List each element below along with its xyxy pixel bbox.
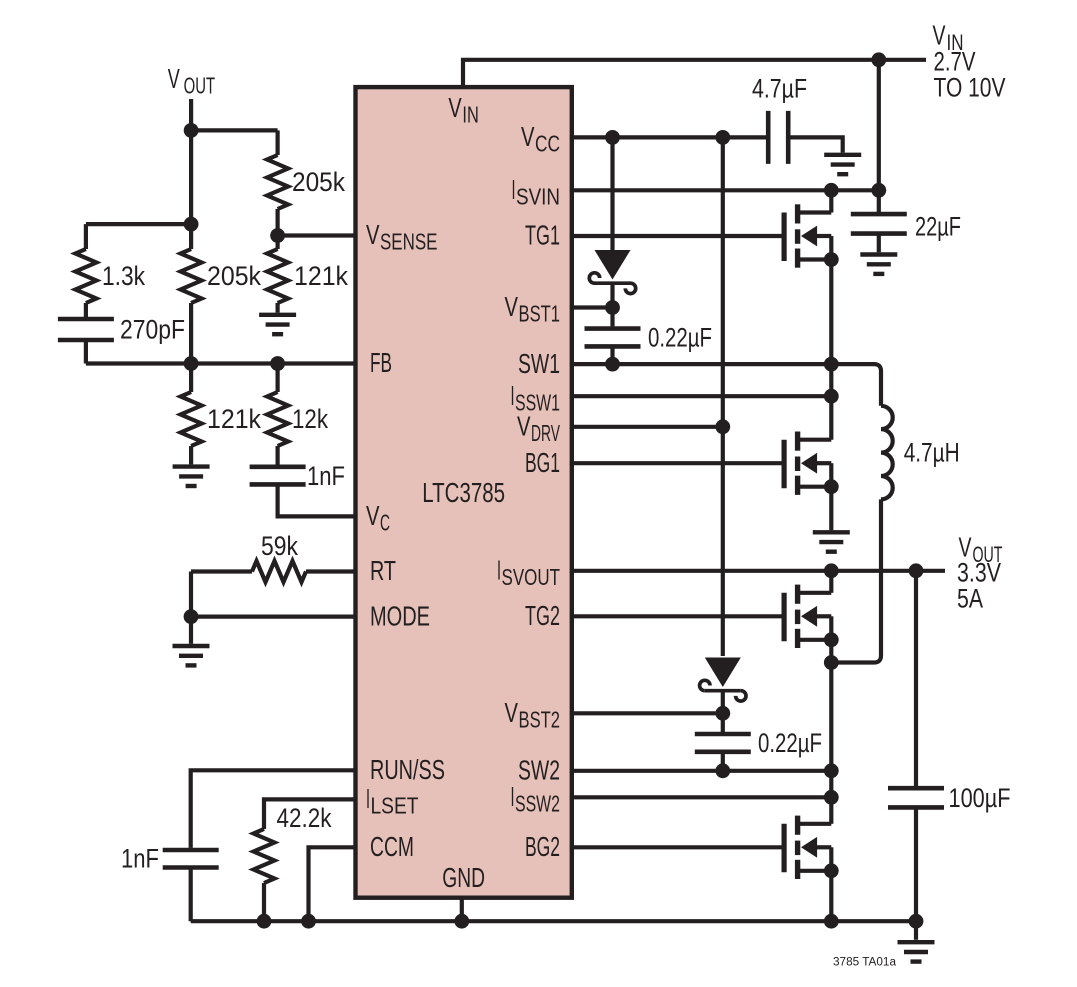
svg-text:4.7µH: 4.7µH: [904, 437, 960, 467]
svg-text:12k: 12k: [292, 404, 329, 434]
svg-text:DRV: DRV: [531, 420, 560, 446]
svg-text:TO 10V: TO 10V: [934, 72, 1006, 102]
svg-text:SW1: SW1: [518, 348, 560, 379]
svg-text:0.22µF: 0.22µF: [648, 323, 712, 353]
svg-text:42.2k: 42.2k: [277, 803, 333, 833]
svg-text:FB: FB: [370, 347, 392, 378]
svg-text:I: I: [511, 380, 515, 411]
svg-text:RT: RT: [370, 555, 396, 586]
svg-text:V: V: [517, 411, 531, 442]
svg-text:RUN/SS: RUN/SS: [370, 754, 445, 785]
svg-text:OUT: OUT: [973, 542, 1003, 567]
svg-text:2.7V: 2.7V: [934, 46, 976, 76]
svg-text:V: V: [521, 121, 535, 152]
svg-text:BST1: BST1: [519, 301, 561, 327]
svg-text:V: V: [366, 500, 380, 531]
svg-text:OUT: OUT: [184, 73, 216, 99]
svg-text:V: V: [505, 291, 519, 322]
svg-text:I: I: [366, 783, 370, 814]
svg-text:1nF: 1nF: [121, 844, 159, 874]
svg-text:3785 TA01a: 3785 TA01a: [833, 957, 897, 969]
svg-text:TG2: TG2: [525, 600, 560, 631]
svg-text:121k: 121k: [207, 404, 262, 434]
svg-text:205k: 205k: [292, 167, 346, 197]
svg-text:SSW1: SSW1: [515, 389, 560, 415]
svg-text:BG1: BG1: [525, 447, 560, 478]
svg-text:I: I: [497, 555, 501, 586]
svg-text:270pF: 270pF: [120, 315, 185, 345]
svg-text:TG1: TG1: [525, 220, 560, 251]
svg-text:I: I: [512, 174, 516, 205]
svg-text:IN: IN: [947, 30, 964, 55]
svg-text:SVIN: SVIN: [516, 184, 560, 210]
svg-text:1.3k: 1.3k: [102, 261, 146, 291]
svg-text:205k: 205k: [207, 261, 262, 291]
svg-text:LSET: LSET: [371, 793, 419, 819]
svg-text:I: I: [511, 781, 515, 812]
svg-text:5A: 5A: [957, 583, 983, 613]
svg-text:SW2: SW2: [518, 755, 560, 786]
svg-text:V: V: [366, 219, 380, 250]
svg-text:CCM: CCM: [370, 831, 414, 862]
svg-text:LTC3785: LTC3785: [422, 477, 505, 508]
svg-text:59k: 59k: [261, 531, 299, 561]
svg-text:SVOUT: SVOUT: [502, 564, 561, 590]
svg-text:3.3V: 3.3V: [957, 558, 1001, 588]
svg-text:BST2: BST2: [519, 707, 561, 733]
svg-text:V: V: [933, 20, 946, 51]
svg-text:22µF: 22µF: [915, 211, 961, 241]
svg-text:GND: GND: [442, 862, 485, 893]
svg-text:121k: 121k: [294, 261, 349, 291]
svg-text:V: V: [505, 697, 519, 728]
svg-text:4.7µF: 4.7µF: [752, 74, 807, 104]
svg-text:V: V: [448, 92, 462, 123]
svg-text:SENSE: SENSE: [380, 229, 438, 255]
svg-text:SSW2: SSW2: [515, 791, 560, 817]
svg-text:MODE: MODE: [370, 600, 430, 631]
svg-text:0.22µF: 0.22µF: [758, 728, 822, 758]
svg-text:IN: IN: [462, 102, 478, 128]
svg-text:100µF: 100µF: [949, 783, 1011, 813]
svg-text:BG2: BG2: [525, 831, 560, 862]
svg-text:CC: CC: [535, 131, 560, 157]
svg-text:V: V: [959, 532, 972, 563]
svg-text:1nF: 1nF: [307, 461, 345, 491]
svg-text:V: V: [168, 63, 180, 94]
svg-text:C: C: [380, 510, 390, 536]
